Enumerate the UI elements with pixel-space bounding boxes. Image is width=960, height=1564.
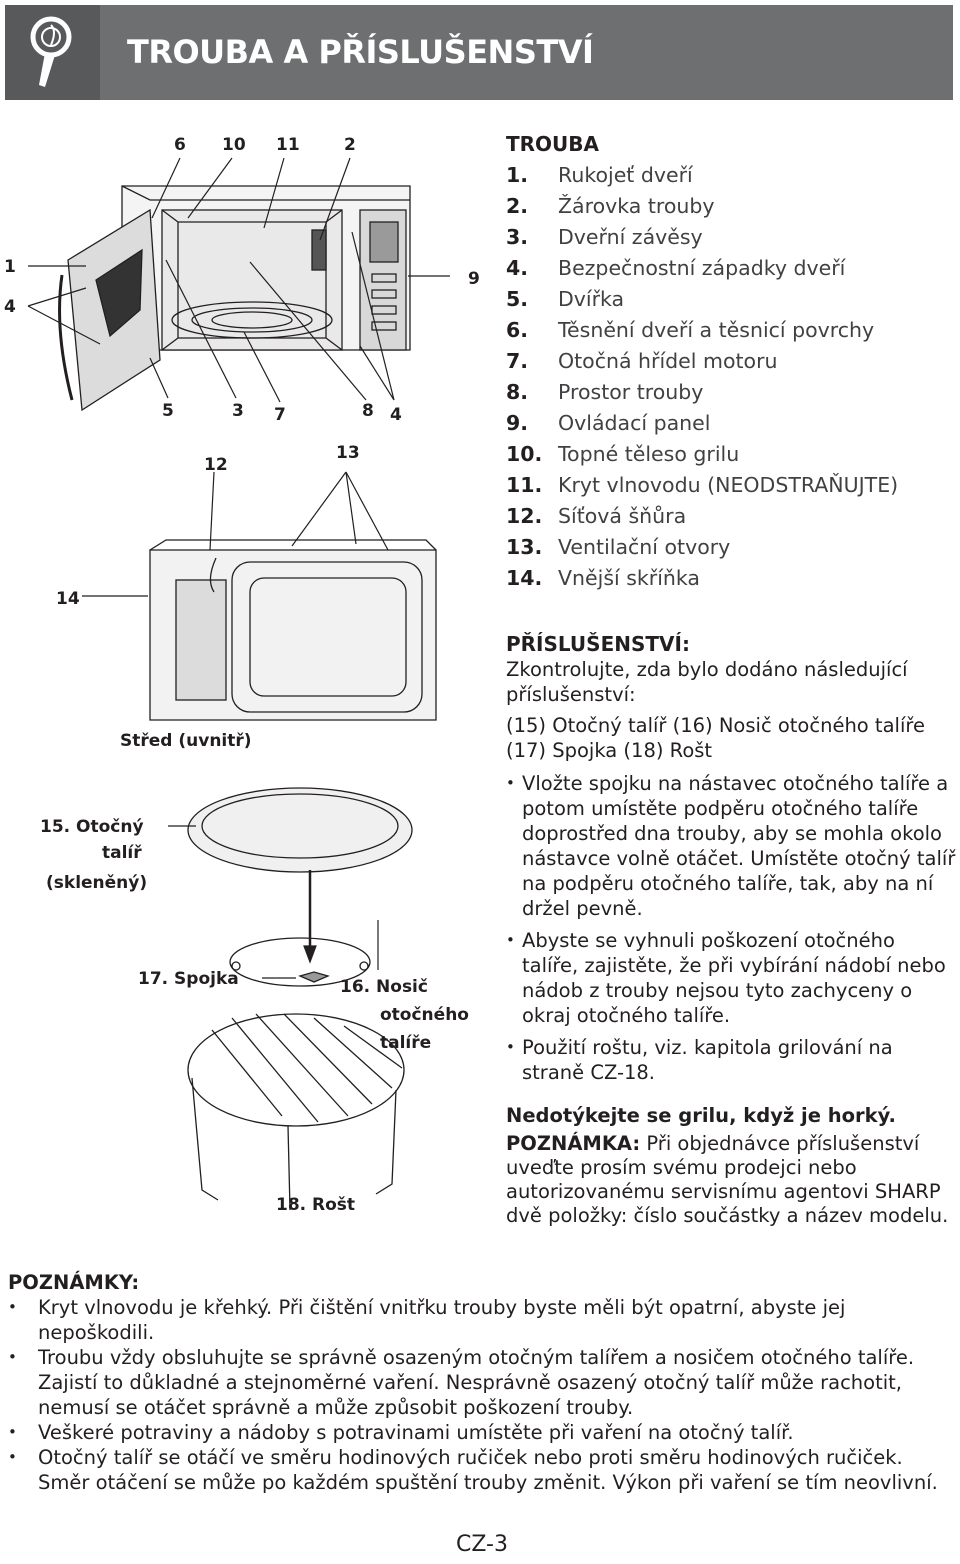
callout-7: 7 xyxy=(274,405,286,425)
accessories-bullets: Vložte spojku na nástavec otočného talíř… xyxy=(506,771,956,1085)
callout-4b: 4 xyxy=(390,405,402,425)
label-center: Střed (uvnitř) xyxy=(120,731,252,751)
notes-title: POZNÁMKY: xyxy=(8,1271,140,1294)
list-item: 14.Vnější skříňka xyxy=(506,566,700,590)
callout-8: 8 xyxy=(362,401,374,421)
note-label: POZNÁMKA: xyxy=(506,1132,641,1155)
notes-section: POZNÁMKY: Kryt vlnovodu je křehký. Při č… xyxy=(8,1270,956,1495)
callout-6: 6 xyxy=(174,135,186,155)
list-item: 7.Otočná hřídel motoru xyxy=(506,349,778,373)
label-turntable-3: (skleněný) xyxy=(46,873,147,893)
callout-13: 13 xyxy=(336,443,360,463)
list-item: 12.Síťová šňůra xyxy=(506,504,687,528)
label-support-1: 16. Nosič xyxy=(340,977,428,997)
oven-parts-list: 1.Rukojeť dveří 2.Žárovka trouby 3.Dveřn… xyxy=(506,160,956,594)
list-item: Otočný talíř se otáčí ve směru hodinovýc… xyxy=(8,1445,956,1495)
note-text: Při objednávce příslušenství uveďte pros… xyxy=(506,1132,949,1227)
accessories-intro: Zkontrolujte, zda bylo dodáno následujíc… xyxy=(506,658,908,706)
label-support-3: talíře xyxy=(380,1033,431,1053)
callout-3: 3 xyxy=(232,401,244,421)
list-item: Použití roštu, viz. kapitola grilování n… xyxy=(506,1035,956,1085)
callout-5: 5 xyxy=(162,401,174,421)
callout-2: 2 xyxy=(344,135,356,155)
label-coupling: 17. Spojka xyxy=(138,969,239,989)
list-item: 6.Těsnění dveří a těsnicí povrchy xyxy=(506,318,875,342)
grill-warning: Nedotýkejte se grilu, když je horký. xyxy=(506,1104,896,1127)
list-item: Kryt vlnovodu je křehký. Při čištění vni… xyxy=(8,1295,956,1345)
label-turntable-1: 15. Otočný xyxy=(40,817,144,837)
callout-12: 12 xyxy=(204,455,228,475)
list-item: 4.Bezpečnostní západky dveří xyxy=(506,256,846,280)
callout-10: 10 xyxy=(222,135,246,155)
label-support-2: otočného xyxy=(380,1005,469,1025)
warning-section: Nedotýkejte se grilu, když je horký. POZ… xyxy=(506,1104,956,1228)
accessories-list-line2: (17) Spojka (18) Rošt xyxy=(506,739,713,762)
list-item: Vložte spojku na nástavec otočného talíř… xyxy=(506,771,956,921)
list-item: 9.Ovládací panel xyxy=(506,411,711,435)
list-item: 8.Prostor trouby xyxy=(506,380,704,404)
accessories-list-line1: (15) Otočný talíř (16) Nosič otočného ta… xyxy=(506,714,925,737)
list-item: Veškeré potraviny a nádoby s potravinami… xyxy=(8,1420,956,1445)
callout-1: 1 xyxy=(4,257,16,277)
page-number: CZ-3 xyxy=(456,1532,508,1557)
list-item: 11.Kryt vlnovodu (NEODSTRAŇUJTE) xyxy=(506,473,899,497)
oven-title: TROUBA xyxy=(506,132,600,156)
list-item: 5.Dvířka xyxy=(506,287,625,311)
callout-4a: 4 xyxy=(4,297,16,317)
notes-list: Kryt vlnovodu je křehký. Při čištění vni… xyxy=(8,1295,956,1495)
list-item: 13.Ventilační otvory xyxy=(506,535,731,559)
callout-9: 9 xyxy=(468,269,480,289)
accessories-title: PŘÍSLUŠENSTVÍ: xyxy=(506,632,690,656)
label-rack: 18. Rošt xyxy=(276,1195,355,1215)
list-item: 10.Topné těleso grilu xyxy=(506,442,740,466)
oven-parts-section: TROUBA 1.Rukojeť dveří 2.Žárovka trouby … xyxy=(506,132,956,594)
accessories-section: PŘÍSLUŠENSTVÍ: Zkontrolujte, zda bylo do… xyxy=(506,632,956,1092)
order-note: POZNÁMKA: Při objednávce příslušenství u… xyxy=(506,1132,956,1228)
list-item: Troubu vždy obsluhujte se správně osazen… xyxy=(8,1345,956,1420)
list-item: 3.Dveřní závěsy xyxy=(506,225,703,249)
callout-14: 14 xyxy=(56,589,80,609)
magnifier-icon xyxy=(5,5,100,100)
label-turntable-2: talíř xyxy=(102,843,142,863)
list-item: Abyste se vyhnuli poškození otočného tal… xyxy=(506,928,956,1028)
page-title: TROUBA A PŘÍSLUŠENSTVÍ xyxy=(127,33,594,71)
list-item: 1.Rukojeť dveří xyxy=(506,163,693,187)
oven-diagram: 6 10 11 2 1 4 9 5 3 7 8 4 12 13 14 Střed… xyxy=(4,135,480,1215)
callout-11: 11 xyxy=(276,135,300,155)
section-header: TROUBA A PŘÍSLUŠENSTVÍ xyxy=(5,5,953,100)
list-item: 2.Žárovka trouby xyxy=(506,194,715,218)
